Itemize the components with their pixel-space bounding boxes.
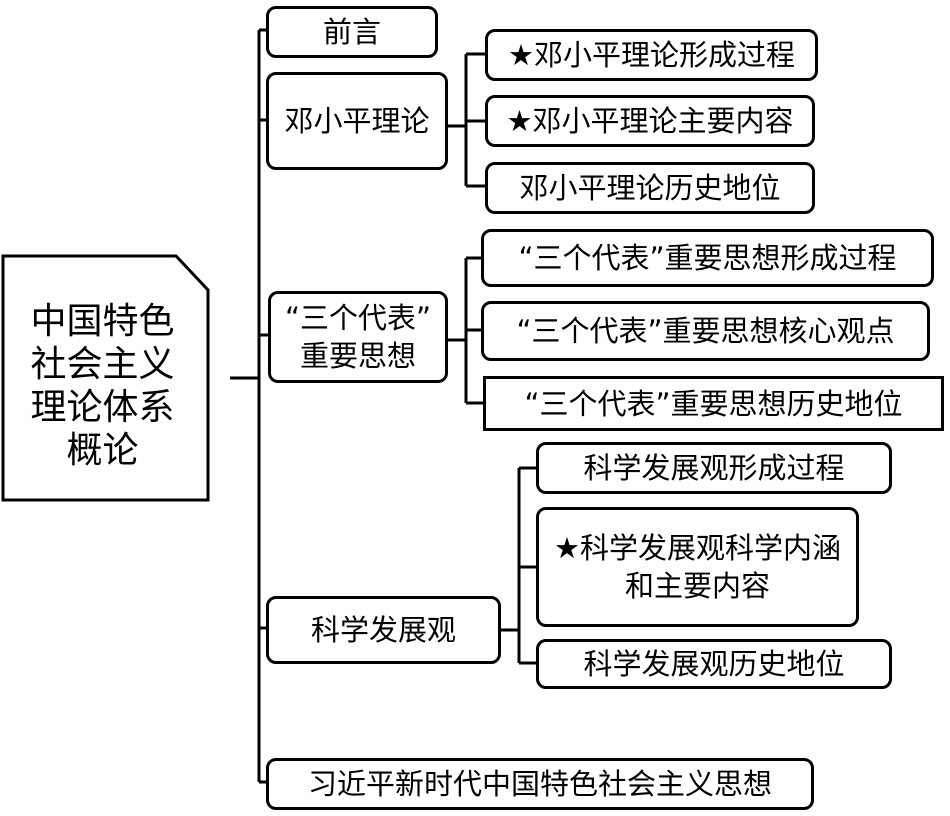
node-three-rep-formation: “三个代表”重要思想形成过程 (481, 229, 934, 287)
root-node-label: 中国特色 社会主义 理论体系 概论 (30, 301, 175, 471)
node-three-rep-status: “三个代表”重要思想历史地位 (483, 376, 944, 431)
node-preface: 前言 (266, 6, 438, 58)
node-xi-thought: 习近平新时代中国特色社会主义思想 (266, 758, 814, 810)
node-deng-status: 邓小平理论历史地位 (485, 162, 815, 214)
node-deng-content: ★邓小平理论主要内容 (485, 95, 815, 147)
node-sci-status: 科学发展观历史地位 (536, 639, 892, 689)
root-node-shape (1, 254, 210, 502)
node-scientific-development: 科学发展观 (266, 596, 501, 664)
node-deng-theory: 邓小平理论 (266, 72, 448, 170)
node-sci-content: ★科学发展观科学内涵 和主要内容 (536, 507, 859, 627)
node-sci-formation: 科学发展观形成过程 (536, 442, 892, 494)
node-three-represents: “三个代表” 重要思想 (268, 291, 448, 383)
node-deng-formation: ★邓小平理论形成过程 (485, 29, 818, 81)
node-three-rep-core: “三个代表”重要思想核心观点 (481, 301, 930, 361)
